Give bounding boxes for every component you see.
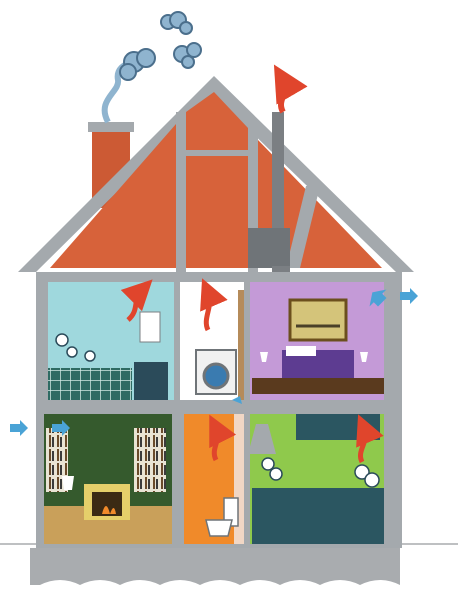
ground xyxy=(0,544,458,585)
bed-icon xyxy=(282,346,354,378)
room-toilet xyxy=(184,414,244,544)
washing-machine-icon xyxy=(196,350,236,394)
roof xyxy=(18,76,414,272)
roof-exhaust-arrow xyxy=(281,80,285,112)
inlet-arrow-outside-left xyxy=(10,420,28,436)
fireplace-icon xyxy=(84,484,130,520)
inlet-arrow-outside-right xyxy=(400,288,418,304)
room-bathroom xyxy=(48,282,174,400)
room-bedroom xyxy=(250,282,384,400)
